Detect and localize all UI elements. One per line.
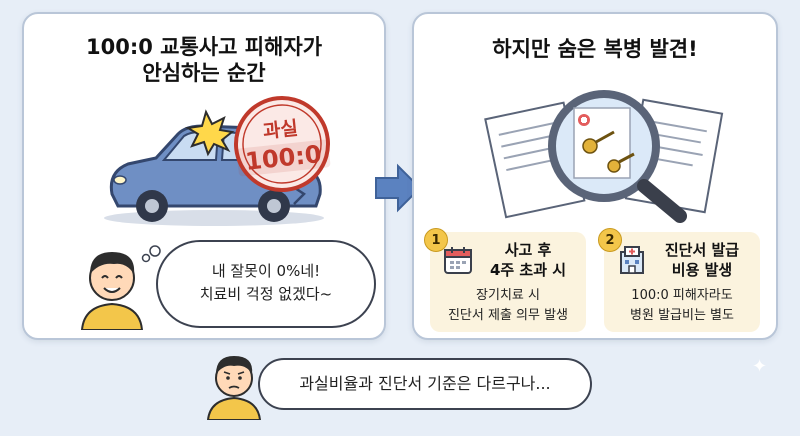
card-title: 사고 후 4주 초과 시 <box>476 240 580 280</box>
right-arrow-icon <box>375 163 422 213</box>
crashed-car-illustration: 과실 100:0 <box>104 96 331 226</box>
left-panel-title: 100:0 교통사고 피해자가 안심하는 순간 <box>24 34 384 86</box>
card-title: 진단서 발급 비용 발생 <box>650 240 754 280</box>
worried-person-avatar <box>206 356 262 420</box>
card-number-badge: 2 <box>598 228 622 252</box>
happy-person-avatar <box>80 252 144 330</box>
point-card-1: 1 사고 후 4주 초과 시 장기치료 시 진단서 제출 의무 발생 <box>424 228 586 332</box>
card-title-line1: 사고 후 <box>504 241 552 259</box>
card-description: 장기치료 시 진단서 제출 의무 발생 <box>434 286 582 326</box>
realization-speech-bubble: 과실비율과 진단서 기준은 다르구나... <box>258 358 592 410</box>
happy-person-thought: 내 잘못이 0%네! 치료비 걱정 없겠다~ <box>74 238 376 334</box>
card-desc-line2: 진단서 제출 의무 발생 <box>447 308 569 323</box>
card-desc-line2: 병원 발급비는 별도 <box>630 308 734 323</box>
point-card-2: 2 진단서 발급 비용 발생 100:0 피해자라도 병원 발급비는 별도 <box>598 228 760 332</box>
card-title-line2: 비용 발생 <box>671 261 733 279</box>
bubble-line2: 치료비 걱정 없겠다~ <box>199 285 333 303</box>
card-number-badge: 1 <box>424 228 448 252</box>
right-panel: 하지만 숨은 복병 발견! 1 <box>412 12 778 340</box>
right-panel-title: 하지만 숨은 복병 발견! <box>492 37 698 61</box>
card-title-line1: 진단서 발급 <box>664 241 740 259</box>
thought-dots <box>141 245 161 263</box>
relief-speech-bubble: 내 잘못이 0%네! 치료비 걱정 없겠다~ <box>156 240 376 328</box>
calendar-icon <box>444 247 472 274</box>
hospital-icon <box>620 246 644 274</box>
magnifier-documents-illustration <box>484 90 724 223</box>
card-description: 100:0 피해자라도 병원 발급비는 별도 <box>608 286 756 326</box>
sparkle-icon: ✦ <box>752 356 768 377</box>
card-desc-line1: 100:0 피해자라도 <box>631 288 733 303</box>
card-title-line2: 4주 초과 시 <box>489 261 567 279</box>
stamp-line1: 과실 <box>262 117 299 143</box>
left-title-line1: 100:0 교통사고 피해자가 <box>85 35 323 59</box>
left-title-line2: 안심하는 순간 <box>142 61 266 85</box>
left-panel: 100:0 교통사고 피해자가 안심하는 순간 과실 100:0 <box>22 12 386 340</box>
bubble-line1: 내 잘못이 0%네! <box>211 262 321 280</box>
card-desc-line1: 장기치료 시 <box>476 288 540 303</box>
